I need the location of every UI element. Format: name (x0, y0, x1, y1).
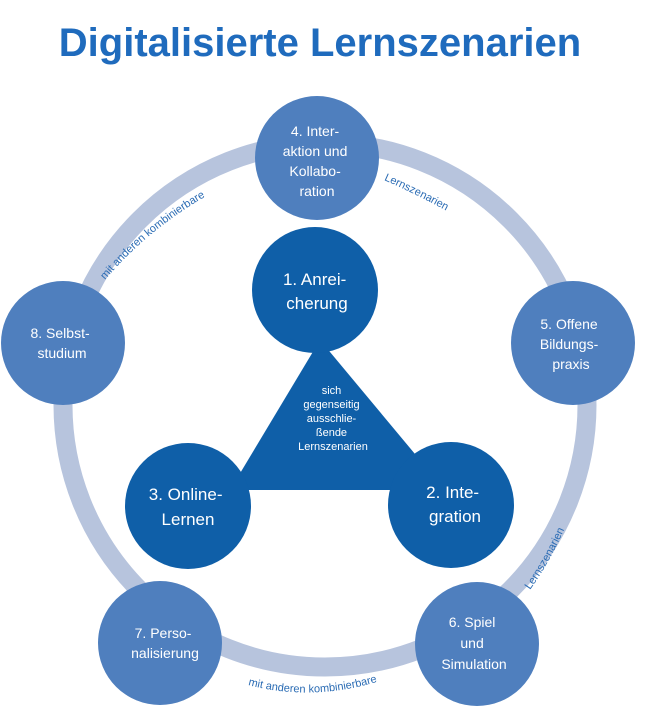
inner-node-1-circle (252, 227, 378, 353)
ring-label-bottom: mit anderen kombinierbare (247, 673, 378, 695)
outer-node-8-circle (1, 281, 125, 405)
outer-node-4-label: 4. Inter- aktion und Kollabo- ration (283, 123, 352, 199)
inner-node-1-line: cherung (286, 294, 347, 313)
outer-node-8-line: 8. Selbst- (30, 325, 89, 341)
inner-node-2-line: 2. Inte- (426, 483, 479, 502)
center-triangle (230, 340, 445, 490)
outer-node-4-line: 4. Inter- (291, 123, 340, 139)
inner-node-1-label: 1. Anrei- cherung (283, 270, 351, 313)
outer-node-6-line: und (460, 635, 483, 651)
outer-node-6-line: 6. Spiel (449, 614, 496, 630)
inner-node-3-label: 3. Online- Lernen (149, 485, 227, 529)
triangle-label-line: sich (322, 385, 342, 397)
outer-node-4-line: ration (299, 183, 334, 199)
outer-node-7: 7. Perso- nalisierung (98, 581, 222, 705)
outer-node-4-line: Kollabo- (289, 163, 341, 179)
triangle-label-line: ßende (316, 427, 347, 439)
outer-node-7-line: nalisierung (131, 645, 199, 661)
inner-node-2-circle (388, 442, 514, 568)
inner-node-2: 2. Inte- gration (388, 442, 514, 568)
page-title: Digitalisierte Lernszenarien (59, 21, 581, 65)
outer-node-5-line: 5. Offene (540, 316, 598, 332)
inner-node-1: 1. Anrei- cherung (252, 227, 378, 353)
outer-node-6-circle (415, 582, 539, 706)
inner-node-2-line: gration (429, 507, 481, 526)
triangle-label: sich gegenseitig ausschlie- ßende Lernsz… (298, 385, 368, 453)
outer-node-5-circle (511, 281, 635, 405)
inner-node-3-line: 3. Online- (149, 485, 223, 504)
outer-node-7-circle (98, 581, 222, 705)
inner-node-3-line: Lernen (162, 510, 215, 529)
outer-node-6: 6. Spiel und Simulation (415, 582, 539, 706)
outer-node-5-line: Bildungs- (540, 336, 599, 352)
outer-node-7-label: 7. Perso- nalisierung (131, 625, 199, 661)
ring-label-bottom-text: mit anderen kombinierbare (247, 673, 378, 695)
outer-node-8-line: studium (37, 345, 86, 361)
triangle-label-line: Lernszenarien (298, 441, 368, 453)
outer-node-5: 5. Offene Bildungs- praxis (511, 281, 635, 405)
outer-node-6-line: Simulation (441, 656, 506, 672)
outer-node-8: 8. Selbst- studium (1, 281, 125, 405)
outer-node-4-line: aktion und (283, 143, 348, 159)
inner-node-2-label: 2. Inte- gration (426, 483, 484, 526)
inner-node-1-line: 1. Anrei- (283, 270, 346, 289)
outer-node-5-label: 5. Offene Bildungs- praxis (540, 316, 602, 372)
outer-node-4-circle (255, 96, 379, 220)
outer-node-5-line: praxis (552, 356, 589, 372)
triangle-label-line: ausschlie- (307, 413, 357, 425)
outer-node-8-label: 8. Selbst- studium (30, 325, 93, 361)
outer-node-6-label: 6. Spiel und Simulation (441, 614, 506, 672)
triangle-label-line: gegenseitig (303, 399, 359, 411)
inner-node-3: 3. Online- Lernen (125, 443, 251, 569)
outer-node-7-line: 7. Perso- (135, 625, 192, 641)
inner-node-3-circle (125, 443, 251, 569)
outer-node-4: 4. Inter- aktion und Kollabo- ration (255, 96, 379, 220)
